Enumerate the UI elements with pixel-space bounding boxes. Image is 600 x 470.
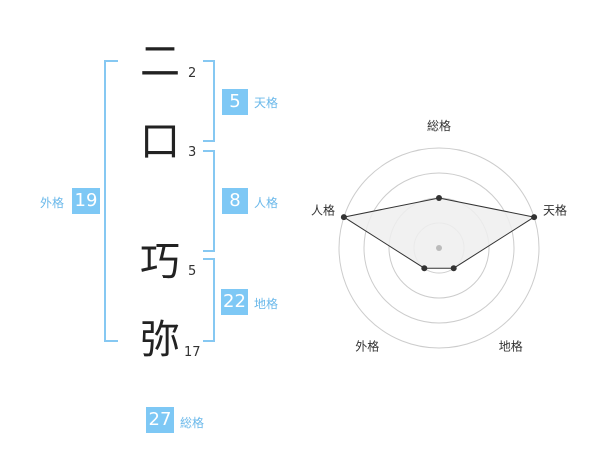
radar-polygon	[342, 197, 536, 269]
radar-point-1	[531, 214, 538, 221]
gaikaku-bracket	[104, 60, 118, 342]
radar-point-0	[436, 195, 442, 201]
soukaku-value: 27	[146, 407, 174, 433]
jinkaku-value: 8	[222, 188, 248, 214]
radar-point-2	[450, 265, 457, 272]
radar-center-dot	[436, 245, 442, 251]
radar-ring-4	[338, 147, 540, 349]
kanji-3: 巧	[140, 239, 180, 285]
radar-axis-label-0: 総格	[427, 118, 451, 133]
radar-axis-label-1: 天格	[543, 202, 567, 217]
tenkaku-label: 天格	[254, 96, 279, 110]
stroke-count-3: 5	[188, 264, 197, 279]
kanji-1: 二	[140, 39, 180, 85]
stroke-count-4: 17	[184, 345, 201, 360]
kanji-2: 口	[140, 119, 180, 165]
jinkaku-bracket	[203, 150, 215, 252]
tenkaku-value: 5	[222, 89, 248, 115]
kanji-4: 弥	[140, 317, 180, 363]
radar-point-4	[340, 214, 347, 221]
stroke-count-2: 3	[188, 145, 197, 160]
radar-point-3	[421, 265, 428, 272]
tenkaku-bracket	[203, 60, 215, 142]
jinkaku-label: 人格	[254, 196, 279, 210]
chikaku-value: 22	[221, 289, 248, 315]
stroke-count-1: 2	[188, 66, 197, 81]
chikaku-label: 地格	[254, 297, 279, 311]
soukaku-label: 総格	[180, 416, 205, 430]
radar-ring-3	[363, 172, 515, 324]
radar-axis-label-3: 外格	[355, 339, 379, 354]
radar-axis-label-4: 人格	[311, 202, 335, 217]
chikaku-bracket	[203, 258, 215, 342]
gaikaku-label: 外格	[40, 196, 65, 210]
radar-axis-label-2: 地格	[499, 339, 523, 354]
gaikaku-value: 19	[72, 188, 100, 214]
